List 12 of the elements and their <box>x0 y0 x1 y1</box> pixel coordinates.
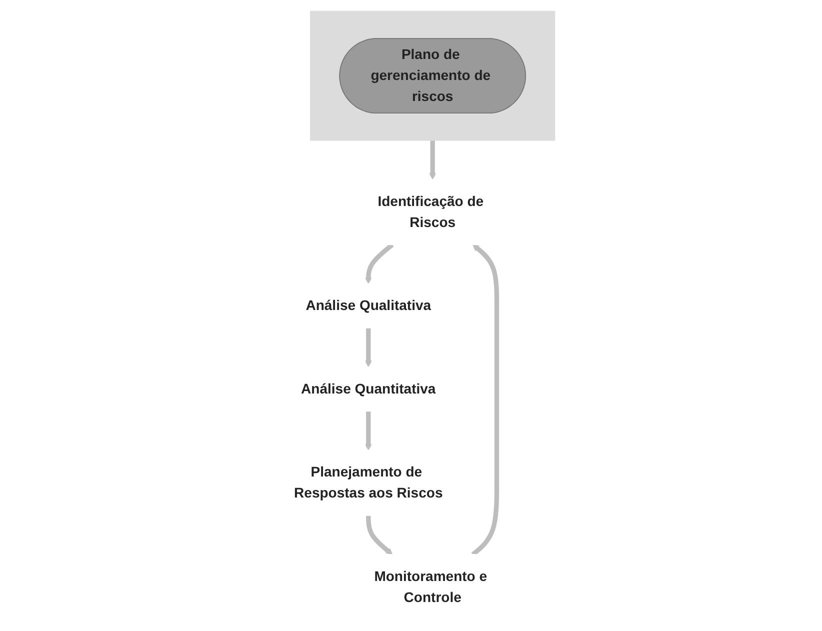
arrow <box>364 411 372 450</box>
arrow <box>471 244 500 556</box>
node-text: Análise Quantitativa <box>301 380 436 396</box>
arrow <box>366 515 393 555</box>
cluster <box>310 10 556 141</box>
node-text: Monitoramento e Controle <box>374 568 488 605</box>
arrow <box>364 242 394 284</box>
arrow <box>429 140 436 180</box>
node-text: Identificação de Riscos <box>378 193 484 230</box>
node-text: Análise Qualitativa <box>306 298 432 314</box>
arrow <box>364 328 372 368</box>
node-text: Planejamento de Respostas aos Riscos <box>294 464 443 501</box>
